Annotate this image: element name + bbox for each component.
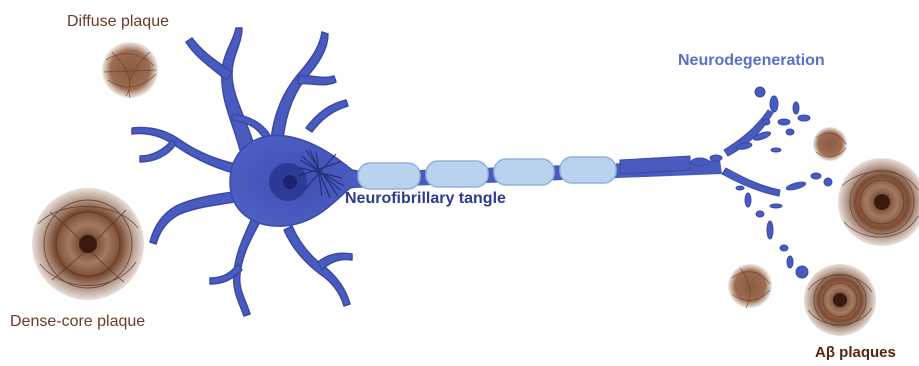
- neurodegeneration-fragments: [691, 87, 832, 278]
- abeta-plaque-large-right: [838, 158, 919, 246]
- plaque-core: [79, 235, 97, 253]
- neurofibrillary-tangle-label: Neurofibrillary tangle: [345, 190, 506, 208]
- abeta-plaques-label: Aβ plaques: [815, 344, 896, 361]
- myelin-segment: [426, 161, 488, 187]
- nucleolus: [283, 175, 297, 189]
- neurodegeneration-label: Neurodegeneration: [678, 52, 825, 70]
- myelin-sheaths: [358, 157, 616, 189]
- neuron: [132, 28, 362, 316]
- myelin-segment: [494, 159, 554, 185]
- abeta-plaque-small-bottom: [728, 264, 772, 308]
- myelin-segment: [358, 163, 420, 189]
- myelin-segment: [560, 157, 616, 183]
- diffuse-plaque-label: Diffuse plaque: [67, 13, 169, 31]
- dense-core-plaque-label: Dense-core plaque: [10, 313, 145, 331]
- axon: [356, 156, 722, 189]
- abeta-plaque-bottom: [804, 264, 876, 336]
- diffuse-plaque-graphic: [102, 42, 158, 98]
- dense-core-plaque-graphic: [32, 188, 144, 300]
- abeta-plaque-small-top: [813, 127, 847, 161]
